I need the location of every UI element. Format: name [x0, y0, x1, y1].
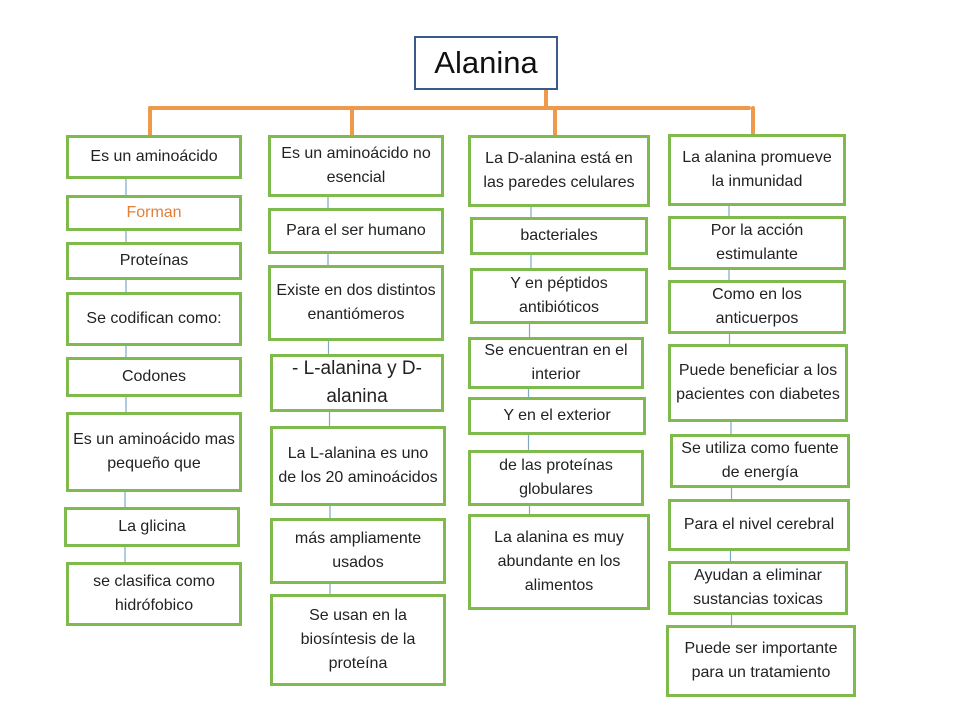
c2-node-6: más ampliamente usados: [270, 518, 446, 584]
c2-node-7: Se usan en la biosíntesis de la proteína: [270, 594, 446, 686]
c4-node-1: La alanina promueve la inmunidad: [668, 134, 846, 206]
c3-node-7: La alanina es muy abundante en los alime…: [468, 514, 650, 610]
c2-node-5: La L-alanina es uno de los 20 aminoácido…: [270, 426, 446, 506]
c4-node-8: Puede ser importante para un tratamiento: [666, 625, 856, 697]
c1-node-2: Forman: [66, 195, 242, 231]
c4-node-3: Como en los anticuerpos: [668, 280, 846, 334]
c4-node-2: Por la acción estimulante: [668, 216, 846, 270]
c1-node-1: Es un aminoácido: [66, 135, 242, 179]
c2-node-1: Es un aminoácido no esencial: [268, 135, 444, 197]
c1-node-3: Proteínas: [66, 242, 242, 280]
c1-node-6: Es un aminoácido mas pequeño que: [66, 412, 242, 492]
c3-node-5: Y en el exterior: [468, 397, 646, 435]
c4-node-6: Para el nivel cerebral: [668, 499, 850, 551]
c4-node-4: Puede beneficiar a los pacientes con dia…: [668, 344, 848, 422]
c1-node-5: Codones: [66, 357, 242, 397]
c3-node-4: Se encuentran en el interior: [468, 337, 644, 389]
c2-node-2: Para el ser humano: [268, 208, 444, 254]
c3-node-1: La D-alanina está en las paredes celular…: [468, 135, 650, 207]
c4-node-7: Ayudan a eliminar sustancias toxicas: [668, 561, 848, 615]
c1-node-4: Se codifican como:: [66, 292, 242, 346]
diagram-title: Alanina: [414, 36, 558, 90]
c2-node-4: - L-alanina y D-alanina: [270, 354, 444, 412]
c2-node-3: Existe en dos distintos enantiómeros: [268, 265, 444, 341]
c1-node-7: La glicina: [64, 507, 240, 547]
c4-node-5: Se utiliza como fuente de energía: [670, 434, 850, 488]
c3-node-6: de las proteínas globulares: [468, 450, 644, 506]
c1-node-8: se clasifica como hidrófobico: [66, 562, 242, 626]
c3-node-3: Y en péptidos antibióticos: [470, 268, 648, 324]
c3-node-2: bacteriales: [470, 217, 648, 255]
